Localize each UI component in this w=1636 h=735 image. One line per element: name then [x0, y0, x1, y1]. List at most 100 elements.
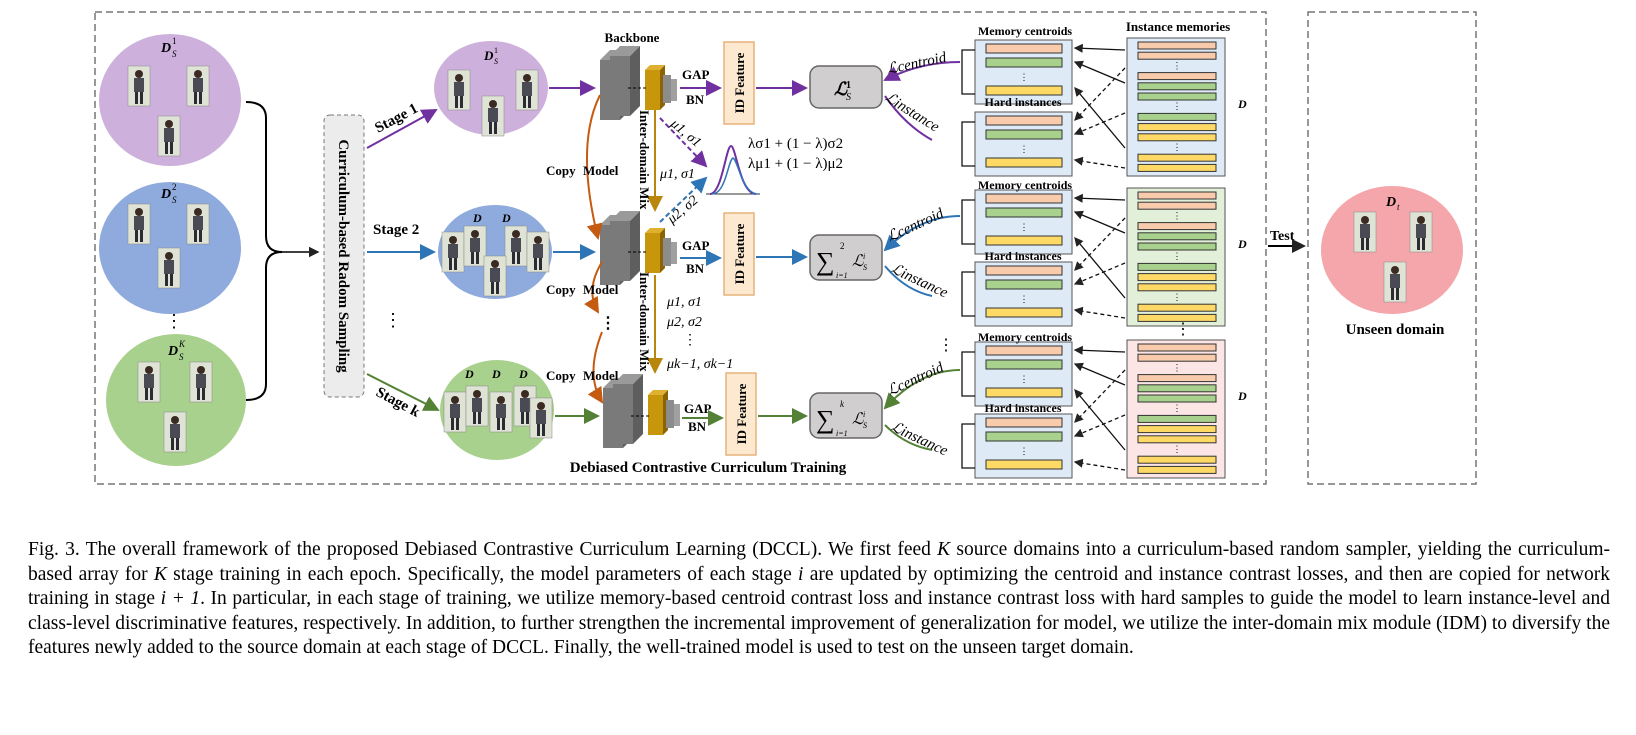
- memory-bar-ellipsis: ⋮: [1020, 72, 1029, 82]
- id-feature-2: ID Feature: [723, 212, 755, 296]
- loss-stagek: ∑ k i=1 ℒ i S: [809, 392, 883, 439]
- stats-stage1: μ1, σ1: [667, 116, 704, 151]
- instance-bar: [1137, 51, 1217, 60]
- svg-text:S: S: [494, 57, 498, 66]
- loss-links: [883, 61, 961, 451]
- memory-bar: [985, 115, 1063, 126]
- svg-text:i: i: [863, 252, 865, 261]
- stage2-label: Stage 2: [373, 222, 419, 238]
- svg-text:k: k: [840, 399, 845, 409]
- svg-text:D: D: [483, 48, 494, 63]
- instance-memory-panel: [1126, 339, 1226, 479]
- memory-bar-ellipsis: ⋮: [1020, 294, 1029, 304]
- instance-bar: [1137, 72, 1217, 81]
- svg-text:D: D: [472, 211, 482, 225]
- svg-text:S: S: [172, 49, 177, 59]
- svg-text:D: D: [491, 367, 501, 381]
- loss-instance-label-3: ℒinstance: [888, 419, 950, 459]
- memory-bar: [985, 279, 1063, 290]
- svg-text:ID Feature: ID Feature: [732, 52, 747, 113]
- copy-label-3: Copy: [546, 368, 576, 383]
- memory-bar: [985, 193, 1063, 204]
- svg-text:ID Feature: ID Feature: [734, 383, 749, 444]
- model-label-1: Model: [583, 163, 619, 178]
- instance-bar: [1137, 232, 1217, 241]
- memory-centroids-label-2: Memory centroids: [978, 178, 1072, 192]
- memory-bar-ellipsis: ⋮: [1020, 222, 1029, 232]
- memory-bar: [985, 43, 1063, 54]
- svg-text:S: S: [863, 421, 867, 430]
- memory-bar: [985, 129, 1063, 140]
- instance-bar: [1137, 82, 1217, 91]
- instance-bar-ellipsis: ⋮: [1173, 60, 1182, 70]
- instance-bar: [1137, 313, 1217, 322]
- memory-bar: [985, 307, 1063, 318]
- instance-bar: [1137, 133, 1217, 142]
- instance-bar: [1137, 123, 1217, 132]
- instance-bar: [1137, 435, 1217, 444]
- svg-text:S: S: [846, 92, 851, 103]
- memory-bar: [985, 207, 1063, 218]
- instance-bar: [1137, 303, 1217, 312]
- memory-bar-ellipsis: ⋮: [1020, 374, 1029, 384]
- svg-text:D: D: [167, 344, 178, 359]
- instance-memory-panel: [1126, 187, 1226, 327]
- instance-bar: [1137, 343, 1217, 352]
- mixed-sigma: λσ1 + (1 − λ)σ2: [748, 136, 843, 152]
- loss-instance-label-2: ℒinstance: [888, 261, 950, 301]
- hard-instances-label-1: Hard instances: [984, 95, 1061, 109]
- svg-text:1: 1: [494, 46, 498, 55]
- figure-caption: Fig. 3. The overall framework of the pro…: [28, 539, 1611, 658]
- hard-instances-label-2: Hard instances: [984, 249, 1061, 263]
- source-domain-k: D K S: [106, 334, 246, 466]
- instance-bar: [1137, 353, 1217, 362]
- domain-ellipsis: ⋮: [165, 311, 183, 331]
- loss-instance-label-1: ℒinstance: [882, 90, 942, 136]
- bn-label-1: BN: [686, 92, 705, 107]
- svg-text:S: S: [863, 263, 867, 272]
- sampler-label: Curriculum-based Radom Sampling: [335, 139, 351, 373]
- memory-bar: [985, 459, 1063, 470]
- instance-bar-ellipsis: ⋮: [1173, 403, 1182, 413]
- backbone-label: Backbone: [605, 30, 660, 45]
- gap-label-3: GAP: [684, 401, 712, 416]
- instance-bar: [1137, 191, 1217, 200]
- bottom-label: Debiased Contrastive Curriculum Training: [570, 460, 847, 476]
- copy-label-2: Copy: [546, 282, 576, 297]
- svg-text:D: D: [160, 187, 171, 202]
- idm-label-1: Inter-domain Mix: [637, 110, 652, 210]
- memory-bar: [985, 359, 1063, 370]
- svg-text:ID Feature: ID Feature: [732, 223, 747, 284]
- memory-bar: [985, 431, 1063, 442]
- model-label-3: Model: [583, 368, 619, 383]
- bn-label-3: BN: [688, 419, 707, 434]
- memory-panels: ⋮⋮⋮⋮⋮⋮⋮⋮⋮⋮⋮⋮⋮⋮⋮: [961, 37, 1226, 479]
- instance-bar: [1137, 283, 1217, 292]
- source-domain-1: D 1 S: [99, 34, 241, 166]
- memory-bar-ellipsis: ⋮: [1020, 144, 1029, 154]
- stage2-dataset: D D: [438, 205, 552, 299]
- loss-centroid-label-3: ℒcentroid: [885, 359, 947, 399]
- memory-centroids-label-1: Memory centroids: [978, 24, 1072, 38]
- stats-mix-1: μ1, σ1: [659, 167, 695, 182]
- instance-bar: [1137, 425, 1217, 434]
- instance-bar: [1137, 242, 1217, 251]
- memory-domain-k: D: [1237, 389, 1247, 403]
- loss-stage1: ℒ 1 S: [809, 65, 883, 109]
- stage-ellipsis: ⋮: [384, 310, 402, 330]
- copy-label-1: Copy: [546, 163, 576, 178]
- bn-label-2: BN: [686, 261, 705, 276]
- loss-centroid-label-2: ℒcentroid: [885, 205, 947, 245]
- stage1-dataset: D 1 S: [434, 41, 548, 137]
- svg-text:ℒ: ℒ: [852, 411, 864, 428]
- domain-brace: [245, 101, 283, 401]
- svg-text:i=1: i=1: [836, 429, 848, 438]
- hard-instances-label-3: Hard instances: [984, 401, 1061, 415]
- backbone-stage1: [600, 46, 677, 120]
- instance-bar-ellipsis: ⋮: [1173, 251, 1182, 261]
- instance-bar: [1137, 92, 1217, 101]
- instance-bar: [1137, 273, 1217, 282]
- id-feature-1: ID Feature: [723, 41, 755, 125]
- instance-bar: [1137, 222, 1217, 231]
- model-ellipsis: ⋮: [600, 315, 616, 332]
